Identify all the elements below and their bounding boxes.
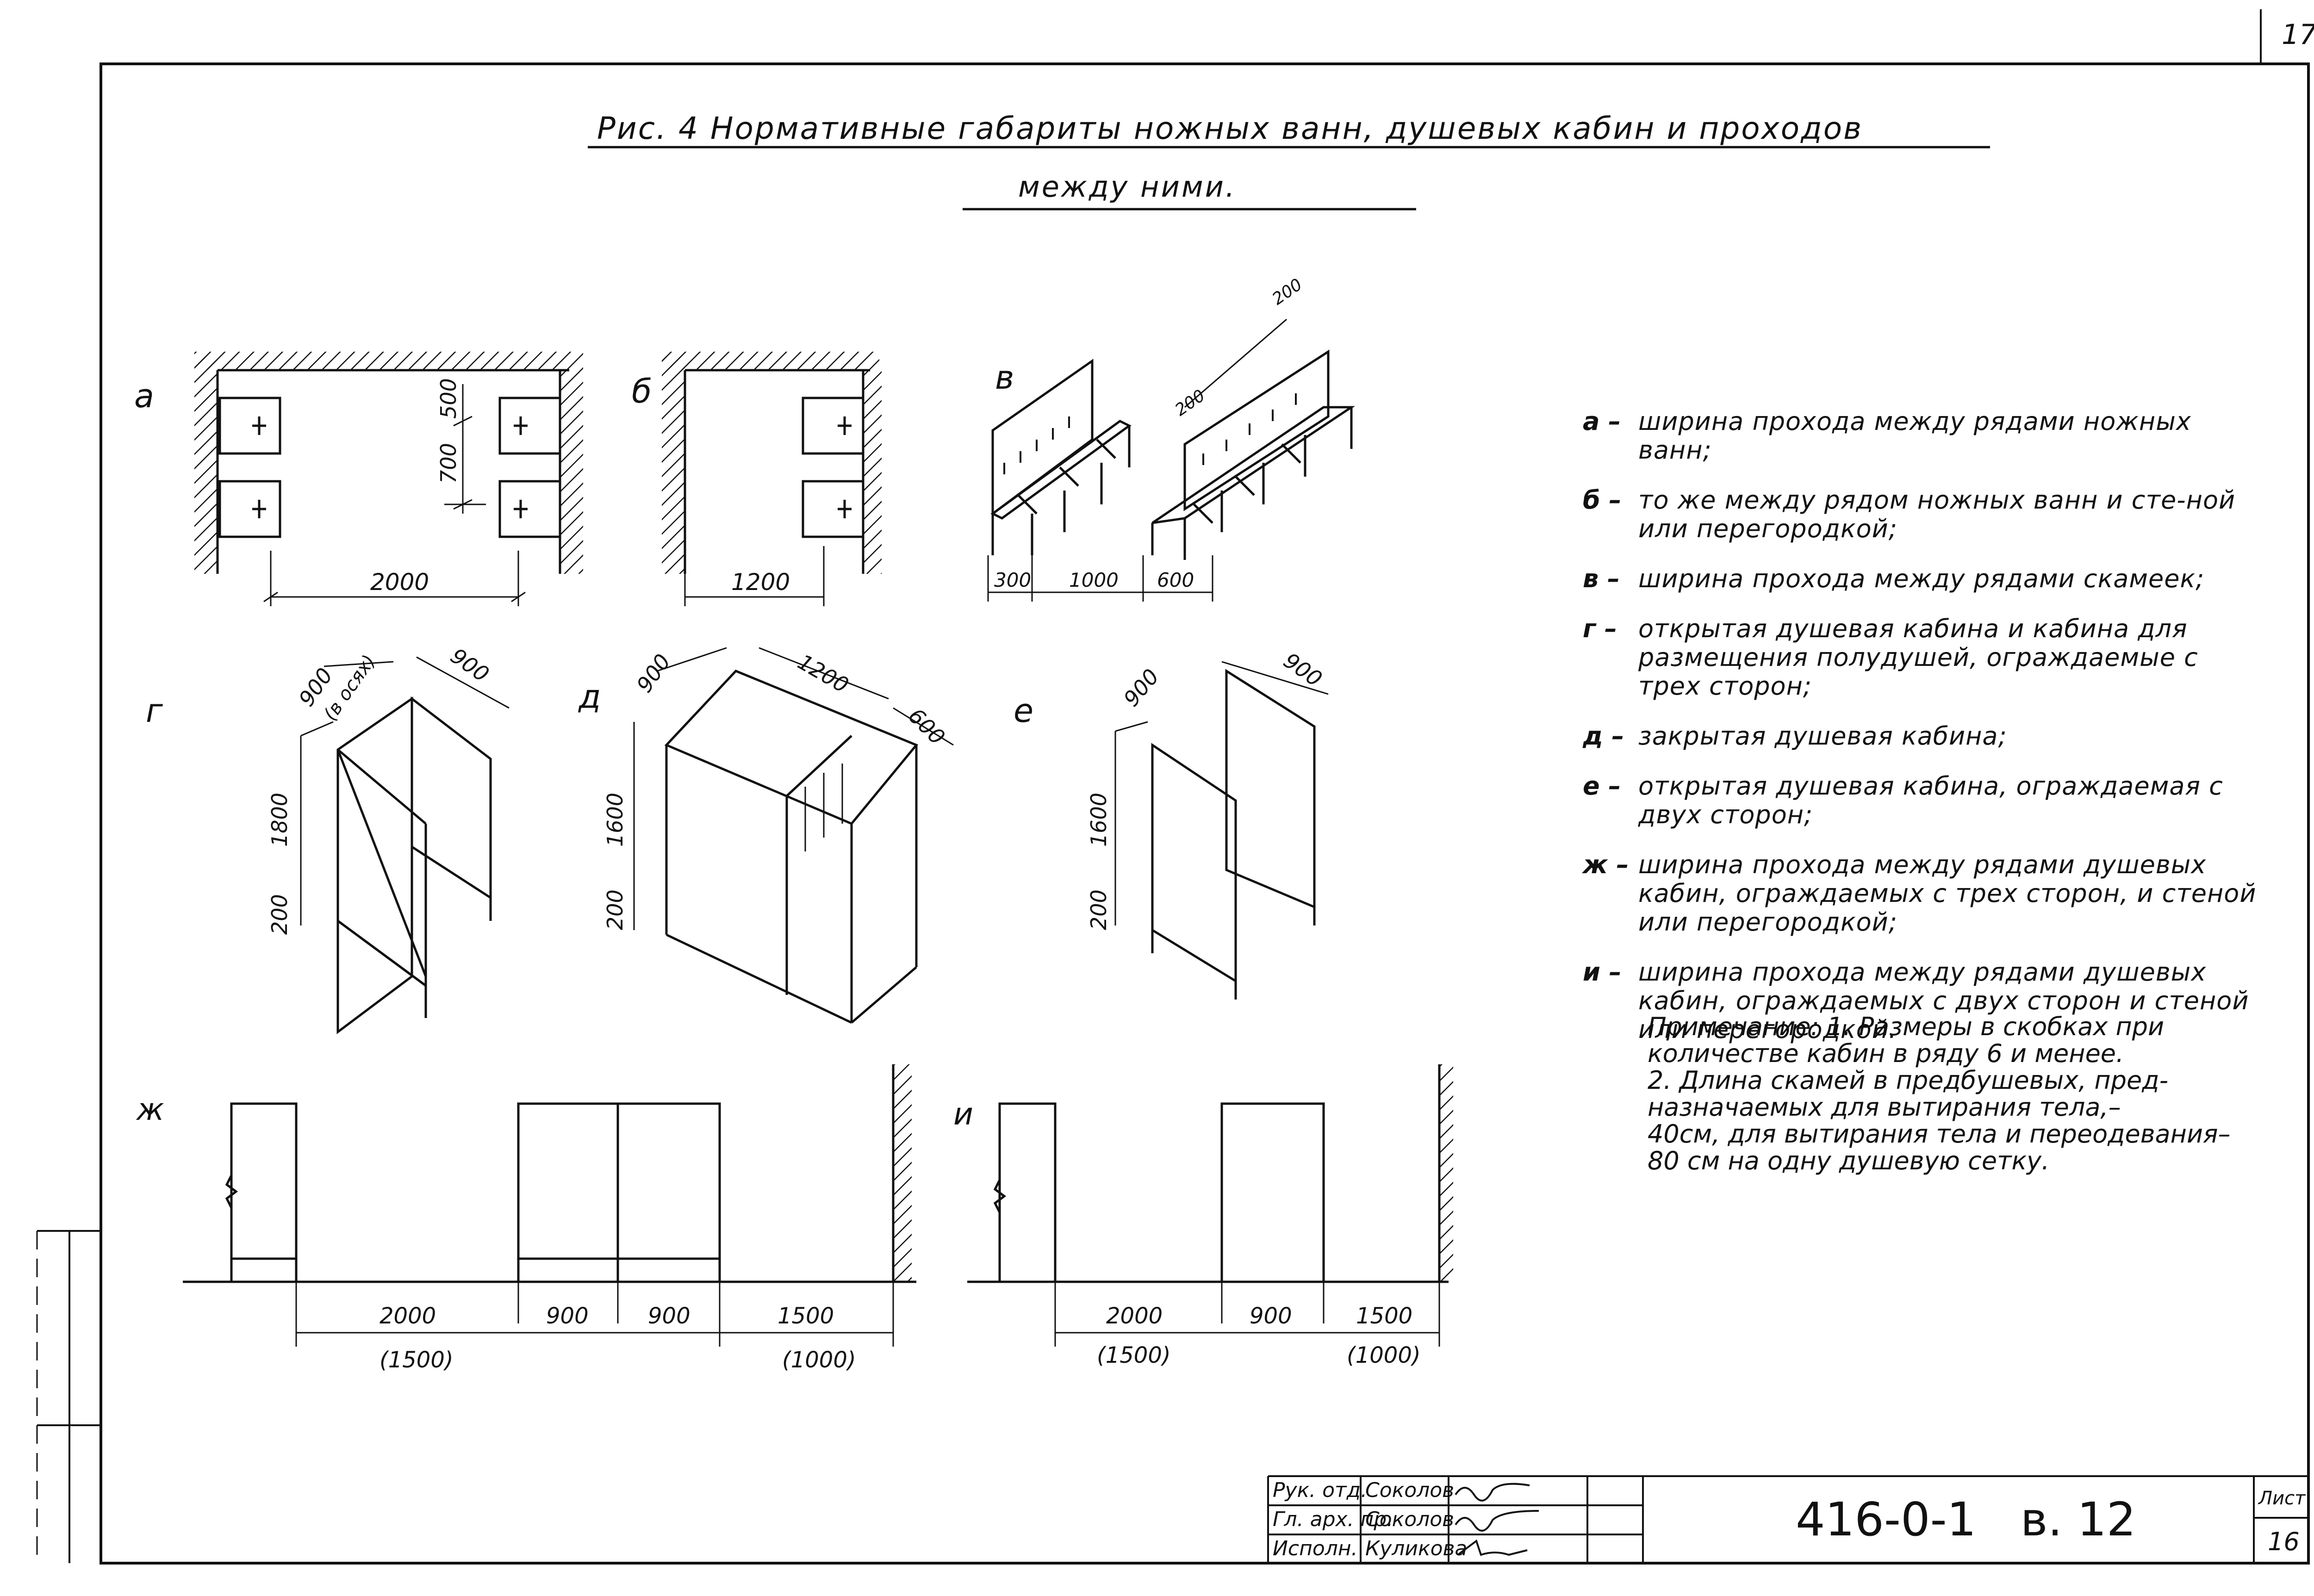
fig-g-dim-900-right: 900 xyxy=(446,643,494,687)
legend-key: а – xyxy=(1583,407,1621,436)
fig-zh-dim-1500: 1500 xyxy=(778,1303,834,1329)
fig-d-dim-1600: 1600 xyxy=(603,793,628,847)
fig-zh-dim-1000p: (1000) xyxy=(782,1347,856,1373)
sheet-frame xyxy=(36,9,2310,1565)
tb-role-2: Гл. арх. пр. xyxy=(1273,1508,1393,1531)
note-line: количестве кабин в ряду 6 и менее. xyxy=(1648,1039,2124,1068)
page-number-top: 17 xyxy=(2282,19,2314,51)
fig-e-dim-1600: 1600 xyxy=(1086,793,1111,847)
fig-i-dim-1500: 1500 xyxy=(1356,1303,1412,1329)
legend-text: открытая душевая кабина и кабина для раз… xyxy=(1638,614,2198,701)
legend-key: г – xyxy=(1583,614,1617,643)
fig-v-hooks xyxy=(1003,393,1297,474)
tb-role-3: Исполн. xyxy=(1273,1537,1358,1560)
fig-v-dim-1000: 1000 xyxy=(1069,569,1119,591)
fig-e-dim-900-left: 900 xyxy=(1119,664,1164,711)
fig-i-dim-2000: 2000 xyxy=(1106,1303,1163,1329)
note: Примечание: 1. Размеры в скобках при кол… xyxy=(1648,1013,2295,1174)
legend-text: ширина прохода между рядами душевых каби… xyxy=(1638,850,2257,937)
legend-text: закрытая душевая кабина; xyxy=(1638,721,2007,751)
figure-zh: ж xyxy=(136,1064,916,1347)
note-line: Примечание: 1. Размеры в скобках при xyxy=(1648,1012,2165,1041)
fig-g-dim-200: 200 xyxy=(267,894,292,935)
legend-key: ж – xyxy=(1583,850,1629,879)
fig-zh-dim-1500p: (1500) xyxy=(379,1347,454,1373)
legend-item: б – то же между рядом ножных ванн и сте-… xyxy=(1583,486,2258,543)
figure-b-letter: б xyxy=(632,373,652,410)
tb-name-2: Соколов xyxy=(1365,1508,1455,1531)
figure-v: в xyxy=(987,318,1356,602)
figure-b: б xyxy=(632,352,882,606)
fig-v-dim-600: 600 xyxy=(1157,569,1194,591)
note-line: 80 см на одну душевую сетку. xyxy=(1648,1146,2050,1175)
fig-e-dim-900-right: 900 xyxy=(1279,648,1327,692)
note-line: 40см, для вытирания тела и переодевания– xyxy=(1648,1119,2231,1149)
fig-b-dim-1200: 1200 xyxy=(731,569,790,596)
note-line: назначаемых для вытирания тела,– xyxy=(1648,1093,2121,1122)
fig-zh-dim-900a: 900 xyxy=(546,1303,589,1329)
fig-zh-dim-900b: 900 xyxy=(648,1303,690,1329)
document-code: 416-0-1 в. 12 xyxy=(1796,1492,2136,1546)
figure-e-letter: е xyxy=(1014,692,1033,730)
legend-item: е – открытая душевая кабина, ограждаемая… xyxy=(1583,772,2258,829)
note-line: 2. Длина скамей в предбушевых, пред- xyxy=(1648,1066,2169,1095)
figure-g-letter: г xyxy=(146,692,163,730)
figure-zh-letter: ж xyxy=(136,1092,164,1127)
legend-key: е – xyxy=(1583,771,1621,801)
legend-key: и – xyxy=(1583,957,1622,987)
legend-key: в – xyxy=(1583,564,1620,593)
fig-i-dim-900: 900 xyxy=(1250,1303,1292,1329)
fig-a-dim-700: 700 xyxy=(436,443,461,484)
fig-i-dim-1500p: (1500) xyxy=(1097,1342,1171,1368)
fig-i-dim-1000p: (1000) xyxy=(1347,1342,1421,1368)
figure-i-letter: и xyxy=(953,1096,973,1132)
figure-g: г xyxy=(146,656,510,1034)
legend-item: и – ширина прохода между рядами душевых … xyxy=(1583,958,2258,1044)
legend-text: ширина прохода между рядами душевых каби… xyxy=(1638,957,2249,1044)
legend-item: а – ширина прохода между рядами ножных в… xyxy=(1583,407,2258,465)
legend-item: ж – ширина прохода между рядами душевых … xyxy=(1583,851,2258,937)
legend: а – ширина прохода между рядами ножных в… xyxy=(1583,407,2258,1065)
figure-subtitle: между ними. xyxy=(1018,170,1237,204)
fig-v-dim-300: 300 xyxy=(994,569,1031,591)
tb-name-3: Куликова xyxy=(1365,1537,1468,1560)
figure-a: а xyxy=(134,352,583,606)
legend-text: ширина прохода между рядами скамеек; xyxy=(1638,564,2205,593)
sheet-label: Лист xyxy=(2258,1488,2306,1509)
fig-a-dim-500: 500 xyxy=(436,378,461,419)
title-block-grid xyxy=(1267,1475,2308,1563)
sheet-number: 16 xyxy=(2268,1527,2300,1556)
figure-d: д xyxy=(578,647,954,1024)
tb-name-1: Соколов xyxy=(1365,1478,1455,1502)
fig-g-dim-1800: 1800 xyxy=(267,793,292,847)
fig-e-dim-200: 200 xyxy=(1086,889,1111,930)
figure-e: е xyxy=(1014,661,1329,1000)
fig-d-dim-200: 200 xyxy=(603,889,628,930)
figure-a-letter: а xyxy=(134,377,154,415)
fig-d-dim-1200: 1200 xyxy=(794,649,853,698)
legend-item: в – ширина прохода между рядами скамеек; xyxy=(1583,565,2258,593)
tb-role-1: Рук. отд. xyxy=(1273,1478,1368,1502)
fig-a-dim-2000: 2000 xyxy=(370,569,429,596)
figure-title: Рис. 4 Нормативные габариты ножных ванн,… xyxy=(597,111,1863,146)
legend-text: то же между рядом ножных ванн и сте-ной … xyxy=(1638,485,2236,543)
signatures xyxy=(1455,1483,1539,1556)
figure-d-letter: д xyxy=(578,678,601,716)
legend-item: д – закрытая душевая кабина; xyxy=(1583,722,2258,751)
fig-v-dim-200-right: 200 xyxy=(1269,275,1306,309)
legend-key: б – xyxy=(1583,485,1622,515)
fig-d-dim-900: 900 xyxy=(632,649,676,697)
legend-text: ширина прохода между рядами ножных ванн; xyxy=(1638,407,2191,465)
legend-key: д – xyxy=(1583,721,1624,751)
legend-item: г – открытая душевая кабина и кабина для… xyxy=(1583,615,2258,701)
figure-i: и xyxy=(953,1064,1453,1347)
legend-text: открытая душевая кабина, ограждаемая с д… xyxy=(1638,771,2223,829)
figure-v-letter: в xyxy=(995,359,1014,397)
fig-zh-dim-2000: 2000 xyxy=(379,1303,436,1329)
